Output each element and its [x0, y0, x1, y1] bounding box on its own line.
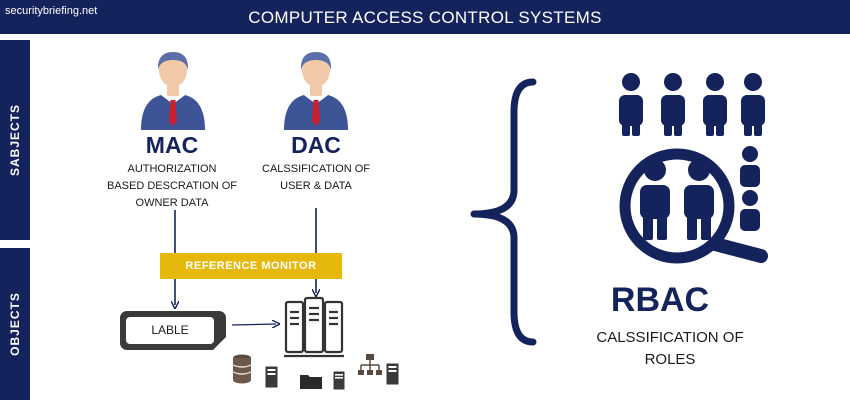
dac-tie: [312, 100, 320, 126]
server-rack-icon: [284, 296, 344, 358]
network-icon: [358, 354, 382, 375]
rbac-acronym: RBAC: [610, 281, 710, 319]
header-bar: securitybriefing.net COMPUTER ACCESS CON…: [0, 0, 850, 34]
rbac-desc-line-2: ROLES: [644, 351, 696, 368]
dac-person-icon: [284, 52, 348, 130]
mac-hair: [157, 52, 189, 70]
objects-sidebar: OBJECTS: [0, 248, 30, 400]
dac-desc-line-1: CALSSIFICATION OF: [262, 163, 370, 175]
dac-head: [302, 53, 330, 87]
dac-desc-line-2: USER & DATA: [280, 180, 352, 192]
people-group-icon: [619, 73, 768, 264]
database-icon: [232, 354, 252, 384]
mac-tie: [169, 100, 177, 126]
dac-hair: [300, 52, 332, 70]
mac-acronym: MAC: [145, 132, 199, 158]
mac-collar: [161, 94, 185, 104]
rbac-desc-line-1: CALSSIFICATION OF: [596, 329, 744, 346]
server-tower-small-icon: [333, 371, 345, 390]
label-tag-icon: LABLE: [120, 311, 226, 350]
mac-desc-line-1: AUTHORIZATION: [127, 163, 217, 175]
mac-description: AUTHORIZATION BASED DESCRATION OF OWNER …: [92, 161, 252, 212]
mac-person-icon: [141, 52, 205, 130]
folder-icon: [300, 375, 322, 389]
site-name: securitybriefing.net: [5, 5, 98, 17]
rbac-description: CALSSIFICATION OF ROLES: [570, 327, 770, 371]
dac-collar: [304, 94, 328, 104]
role-pair-icon: [640, 159, 714, 240]
mac-desc-line-3: OWNER DATA: [135, 197, 209, 209]
mac-desc-line-2: BASED DESCRATION OF: [107, 180, 237, 192]
page-title: COMPUTER ACCESS CONTROL SYSTEMS: [248, 8, 602, 27]
subjects-sidebar: SABJECTS: [0, 40, 30, 240]
dac-description: CALSSIFICATION OF USER & DATA: [246, 161, 386, 195]
mac-head: [159, 53, 187, 87]
label-tag-text: LABLE: [126, 317, 214, 344]
server-tower-right-icon: [386, 363, 399, 385]
label-tag-notch: [213, 337, 226, 350]
server-tower-icon: [265, 366, 278, 388]
mac-neck: [167, 86, 179, 96]
magnifier-handle: [708, 237, 768, 263]
label-to-server-arrow: [231, 324, 276, 325]
reference-monitor-bar: REFERENCE MONITOR: [160, 253, 342, 279]
dac-neck: [310, 86, 322, 96]
dac-acronym: DAC: [291, 132, 341, 158]
curly-brace-icon: [470, 78, 537, 346]
